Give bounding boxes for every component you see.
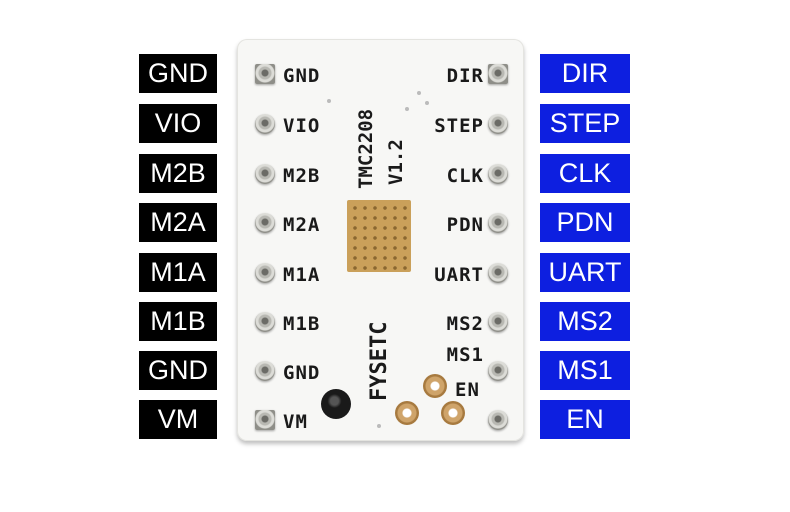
capacitor [321, 389, 351, 419]
pad-gnd-left [255, 64, 275, 84]
label-uart: UART [540, 253, 630, 292]
label-m2a: M2A [139, 203, 217, 242]
silk-pdn: PDN [446, 214, 484, 236]
silk-gnd-left-2: GND [283, 362, 321, 384]
silk-m1a: M1A [283, 264, 321, 286]
pad-m1a [255, 263, 275, 283]
test-point [417, 91, 421, 95]
label-gnd-left-2: GND [139, 351, 217, 390]
silk-ms1: MS1 [446, 344, 484, 366]
via-hole [395, 401, 419, 425]
via-hole [423, 374, 447, 398]
silk-en: EN [455, 379, 480, 401]
pad-m1b [255, 312, 275, 332]
driver-board: GND VIO M2B M2A M1A M1B GND VM DIR STEP … [237, 39, 524, 441]
label-pdn: PDN [540, 203, 630, 242]
silk-uart: UART [434, 264, 484, 286]
label-vm: VM [139, 400, 217, 439]
label-step: STEP [540, 104, 630, 143]
version-text: V1.2 [385, 139, 407, 185]
pad-vm [255, 410, 275, 430]
test-point [327, 99, 331, 103]
pad-dir [488, 64, 508, 84]
label-clk: CLK [540, 154, 630, 193]
pad-pdn [488, 213, 508, 233]
label-m2b: M2B [139, 154, 217, 193]
pad-vio [255, 114, 275, 134]
label-m1b: M1B [139, 302, 217, 341]
label-vio: VIO [139, 104, 217, 143]
silk-m2b: M2B [283, 165, 321, 187]
test-point [377, 424, 381, 428]
silk-m1b: M1B [283, 313, 321, 335]
label-ms1: MS1 [540, 351, 630, 390]
driver-chip [347, 200, 411, 272]
pad-en [488, 410, 508, 430]
label-gnd-left: GND [139, 54, 217, 93]
silk-dir: DIR [446, 65, 484, 87]
chip-name-text: TMC2208 [355, 108, 377, 189]
brand-text: FYSETC [367, 321, 392, 401]
label-dir: DIR [540, 54, 630, 93]
via-hole [441, 401, 465, 425]
test-point [405, 107, 409, 111]
pad-ms2 [488, 312, 508, 332]
pad-ms1 [488, 361, 508, 381]
pad-gnd-left-2 [255, 361, 275, 381]
pad-m2b [255, 164, 275, 184]
silk-gnd-left: GND [283, 65, 321, 87]
pad-uart [488, 263, 508, 283]
pad-m2a [255, 213, 275, 233]
silk-clk: CLK [446, 165, 484, 187]
test-point [425, 101, 429, 105]
label-ms2: MS2 [540, 302, 630, 341]
silk-m2a: M2A [283, 214, 321, 236]
label-en: EN [540, 400, 630, 439]
silk-vm: VM [283, 411, 308, 433]
silk-ms2: MS2 [446, 313, 484, 335]
label-m1a: M1A [139, 253, 217, 292]
silk-step: STEP [434, 115, 484, 137]
pad-clk [488, 164, 508, 184]
silk-vio: VIO [283, 115, 321, 137]
pad-step [488, 114, 508, 134]
